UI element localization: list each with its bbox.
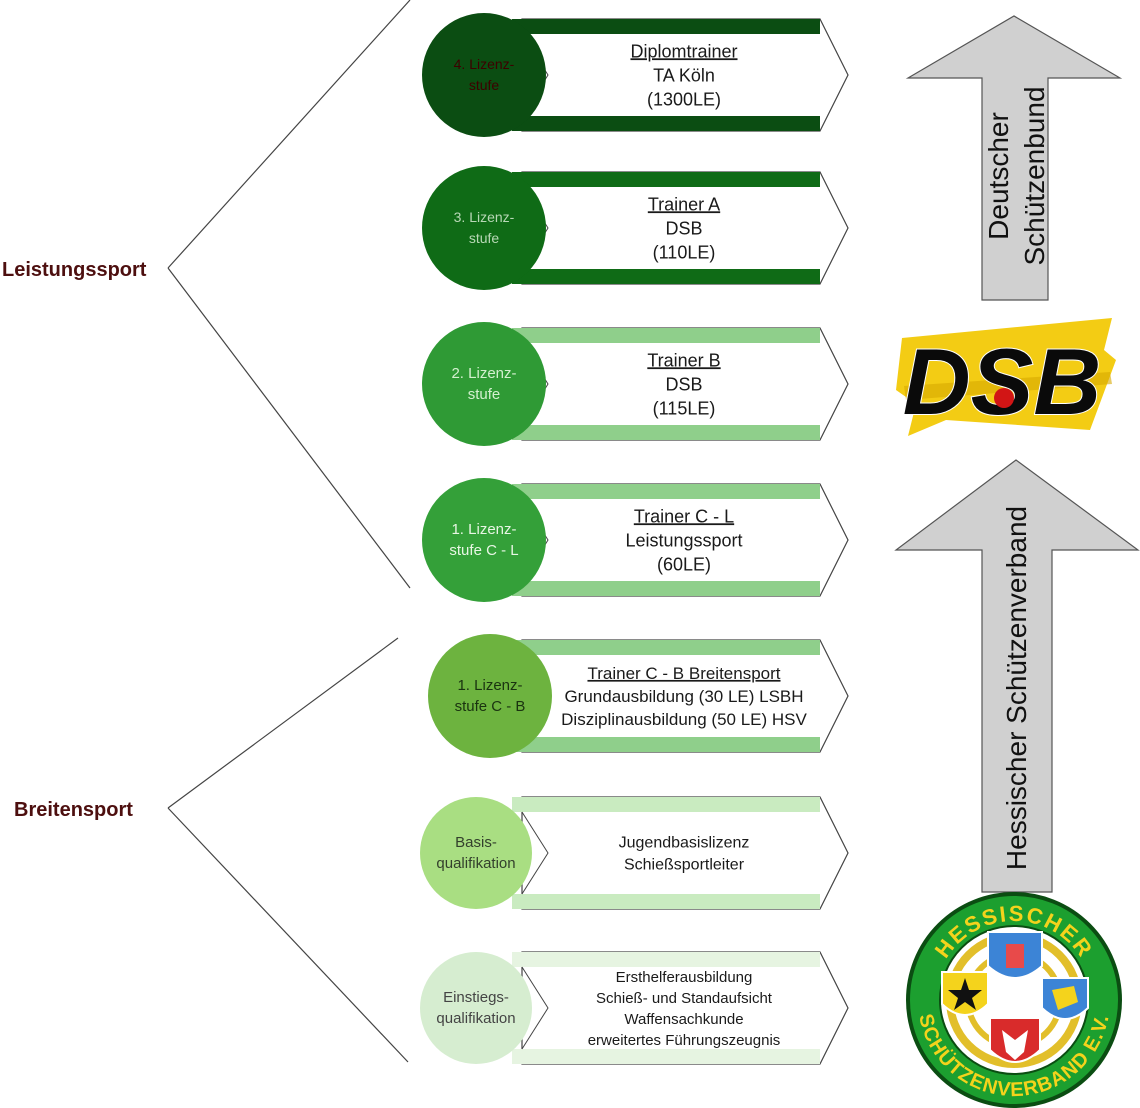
level-detail: Waffensachkunde <box>624 1011 743 1028</box>
level-row-3: 2. Lizenz-stufe Trainer B DSB (115LE) <box>422 322 849 446</box>
level-bar-bottom <box>512 894 820 909</box>
level-detail: (115LE) <box>653 398 716 418</box>
level-circle-label: stufe <box>469 77 500 93</box>
level-detail: (1300LE) <box>647 89 721 109</box>
dsb-arrow: Deutscher Schützenbund <box>905 15 1123 301</box>
level-circle <box>420 797 532 909</box>
dsb-logo: DSB <box>896 318 1116 436</box>
level-circle <box>422 166 546 290</box>
level-detail: Schieß- und Standaufsicht <box>596 990 773 1007</box>
level-circle-label: stufe <box>468 386 501 403</box>
level-circle-label: 2. Lizenz- <box>451 365 516 382</box>
level-row-7: Einstiegs-qualifikation Ersthelferausbild… <box>420 951 849 1065</box>
level-circle-label: stufe <box>469 230 500 246</box>
level-circle-label: Basis- <box>455 834 497 851</box>
level-detail: (110LE) <box>653 242 716 262</box>
level-bar-top <box>512 19 820 34</box>
level-detail: DSB <box>665 218 702 238</box>
level-arrow <box>521 796 849 910</box>
level-bar-top <box>512 328 820 343</box>
leistungssport-bracket <box>167 0 411 589</box>
level-circle-label: qualifikation <box>436 1010 515 1027</box>
level-detail: TA Köln <box>653 65 715 85</box>
level-notch <box>521 811 549 895</box>
level-bar-bottom <box>512 116 820 131</box>
level-row-5: 1. Lizenz-stufe C - B Trainer C - B Breit… <box>428 634 849 758</box>
level-bar-bottom <box>512 737 820 752</box>
level-circle-label: qualifikation <box>436 855 515 872</box>
level-bar-top <box>512 797 820 812</box>
level-bar-bottom <box>512 269 820 284</box>
level-bar-bottom <box>512 1049 820 1064</box>
label-breitensport: Breitensport <box>14 799 133 821</box>
level-bar-top <box>512 172 820 187</box>
dsb-arrow-label-2: Schützenbund <box>1019 86 1050 265</box>
level-detail: (60LE) <box>657 554 711 574</box>
level-detail: DSB <box>665 374 702 394</box>
level-circle <box>422 13 546 137</box>
hsv-arrow-label: Hessischer Schützenverband <box>1001 506 1032 870</box>
level-bar-top <box>512 640 820 655</box>
level-circle <box>420 952 532 1064</box>
level-row-6: Basis-qualifikation JugendbasislizenzSchi… <box>420 796 849 910</box>
level-detail: Ersthelferausbildung <box>616 969 753 986</box>
license-levels: 4. Lizenz-stufe Diplomtrainer TA Köln (1300… <box>420 13 849 1065</box>
level-circle <box>422 322 546 446</box>
level-title: Trainer A <box>648 194 720 214</box>
level-circle-label: 4. Lizenz- <box>454 56 515 72</box>
level-detail: Disziplinausbildung (50 LE) HSV <box>561 710 807 729</box>
level-detail: Schießsportleiter <box>624 857 745 874</box>
level-bar-top <box>512 952 820 967</box>
level-bar-bottom <box>512 425 820 440</box>
level-circle <box>428 634 552 758</box>
level-row-4: 1. Lizenz-stufe C - L Trainer C - L Leistu… <box>422 478 849 602</box>
dsb-logo-target-dot <box>994 388 1014 408</box>
level-title: Trainer B <box>647 350 720 370</box>
level-bar-top <box>512 484 820 499</box>
level-bar-bottom <box>512 581 820 596</box>
level-circle-label: stufe C - B <box>455 698 526 715</box>
level-detail: erweitertes Führungszeugnis <box>588 1032 781 1049</box>
level-circle <box>422 478 546 602</box>
breitensport-bracket <box>167 637 409 1063</box>
level-detail: Leistungssport <box>625 530 742 550</box>
dsb-arrow-label-1: Deutscher <box>983 112 1014 240</box>
level-title: Trainer C - L <box>634 506 734 526</box>
level-title: Trainer C - B Breitensport <box>587 664 780 683</box>
level-title: Diplomtrainer <box>630 41 737 61</box>
hsv-logo: HESSISCHER SCHÜTZENVERBAND E.V. <box>906 892 1122 1108</box>
level-notch <box>521 966 549 1050</box>
level-row-2: 3. Lizenz-stufe Trainer A DSB (110LE) <box>422 166 849 290</box>
level-row-1: 4. Lizenz-stufe Diplomtrainer TA Köln (1300… <box>422 13 849 137</box>
level-circle-label: 1. Lizenz- <box>451 521 516 538</box>
level-detail: Grundausbildung (30 LE) LSBH <box>564 687 803 706</box>
level-circle-label: 1. Lizenz- <box>457 677 522 694</box>
level-circle-label: Einstiegs- <box>443 989 509 1006</box>
hsv-arrow: Hessischer Schützenverband <box>894 459 1140 893</box>
label-leistungssport: Leistungssport <box>2 259 147 281</box>
dsb-logo-letters: DSB <box>903 329 1101 434</box>
level-circle-label: 3. Lizenz- <box>454 209 515 225</box>
level-detail: Jugendbasislizenz <box>619 835 750 852</box>
level-circle-label: stufe C - L <box>449 542 518 559</box>
